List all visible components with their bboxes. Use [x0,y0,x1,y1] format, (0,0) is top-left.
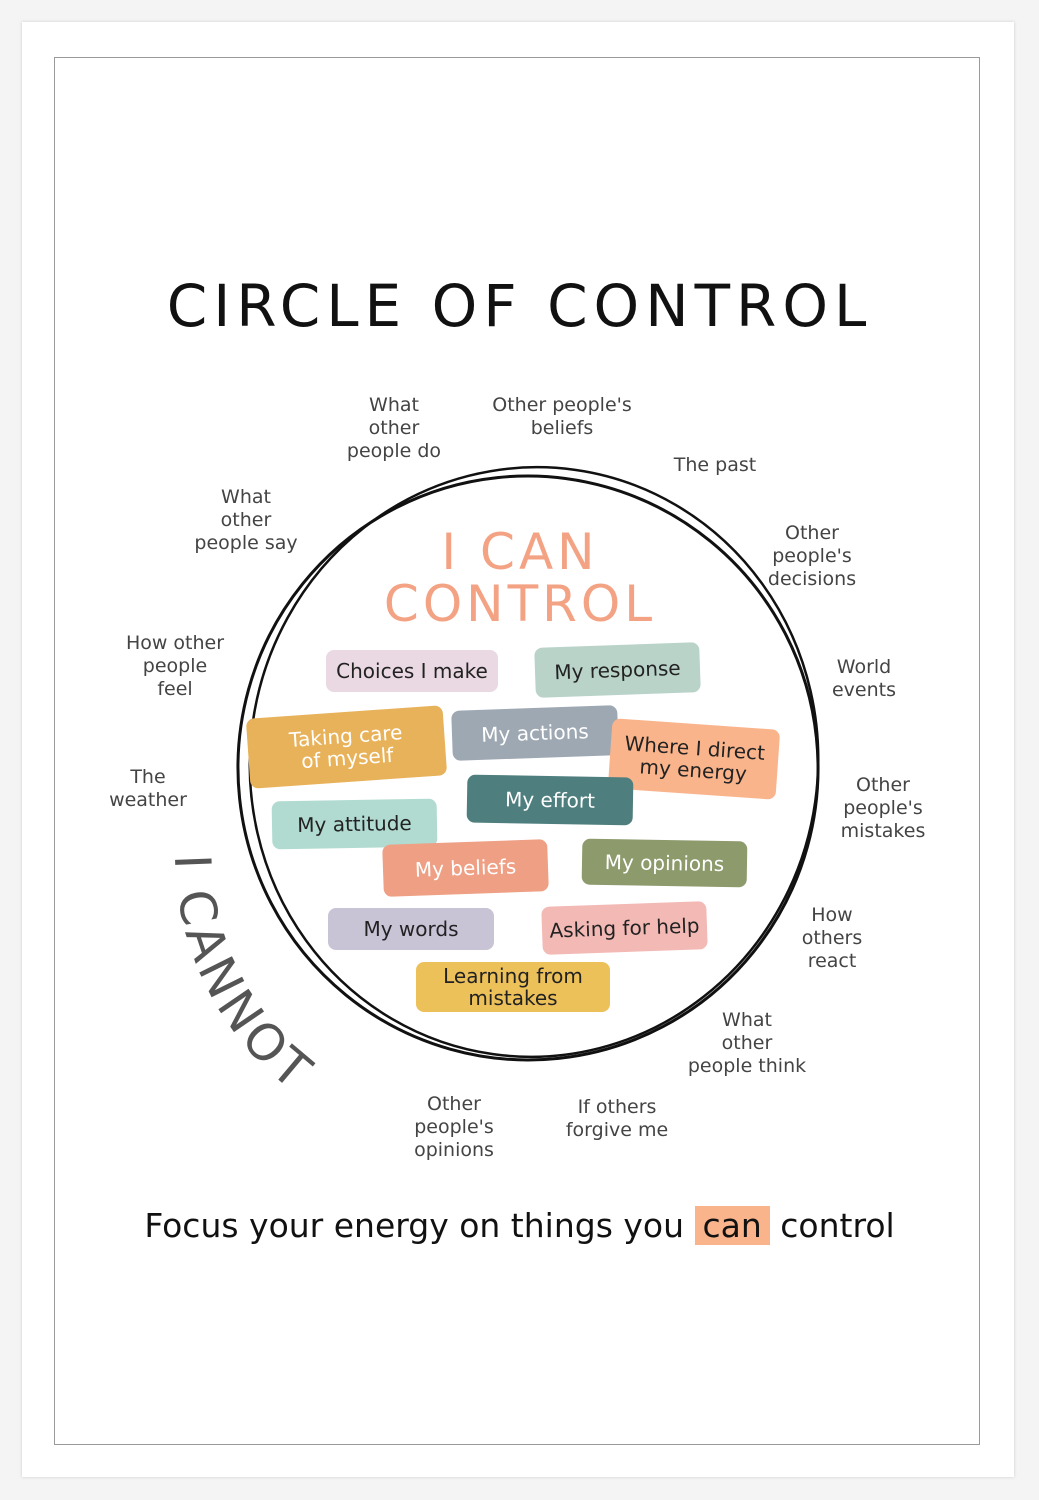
cannot-control-item: World events [831,656,897,701]
poster-frame [54,57,980,1445]
tagline-text: Focus your energy on things you [144,1206,695,1245]
can-control-heading-line2: CONTROL [383,575,657,633]
can-control-item: Where I direct my energy [607,718,781,800]
cannot-control-item: How other people feel [125,632,225,700]
cannot-control-item: Other people's decisions [767,522,857,590]
cannot-control-item: Other people's mistakes [840,774,926,842]
cannot-control-item: Other people's beliefs [492,394,632,439]
can-control-item: My effort [466,774,634,826]
tagline-text-end: control [769,1206,895,1245]
can-control-item: My opinions [581,838,748,888]
can-control-item: Choices I make [326,650,498,692]
poster-title: CIRCLE OF CONTROL [166,272,873,340]
tagline-highlight: can [694,1206,770,1245]
cannot-control-heading-text: I CANNOT CONTROL [0,0,334,1115]
cannot-control-item: What other people think [687,1009,807,1077]
tagline: Focus your energy on things you can cont… [0,1206,1039,1245]
can-control-heading-line1: I CAN [441,523,599,581]
can-control-item: My actions [451,705,619,761]
can-control-item: My attitude [271,798,438,850]
cannot-control-item: How others react [801,904,863,972]
cannot-control-item: The weather [109,766,187,811]
can-control-item: Taking care of myself [245,705,448,789]
can-control-item: Learning from mistakes [416,962,610,1012]
cannot-control-item: Other people's opinions [414,1093,494,1161]
can-control-item: Asking for help [541,901,708,955]
cannot-control-item: If others forgive me [565,1096,669,1141]
cannot-control-item: The past [673,454,757,476]
cannot-control-item: What other people say [194,486,298,554]
cannot-control-heading: I CANNOT CONTROL [0,0,338,1115]
can-control-item: My words [328,908,494,950]
can-control-item: My beliefs [382,839,549,897]
can-control-item: My response [534,642,701,698]
cannot-control-item: What other people do [346,394,442,462]
